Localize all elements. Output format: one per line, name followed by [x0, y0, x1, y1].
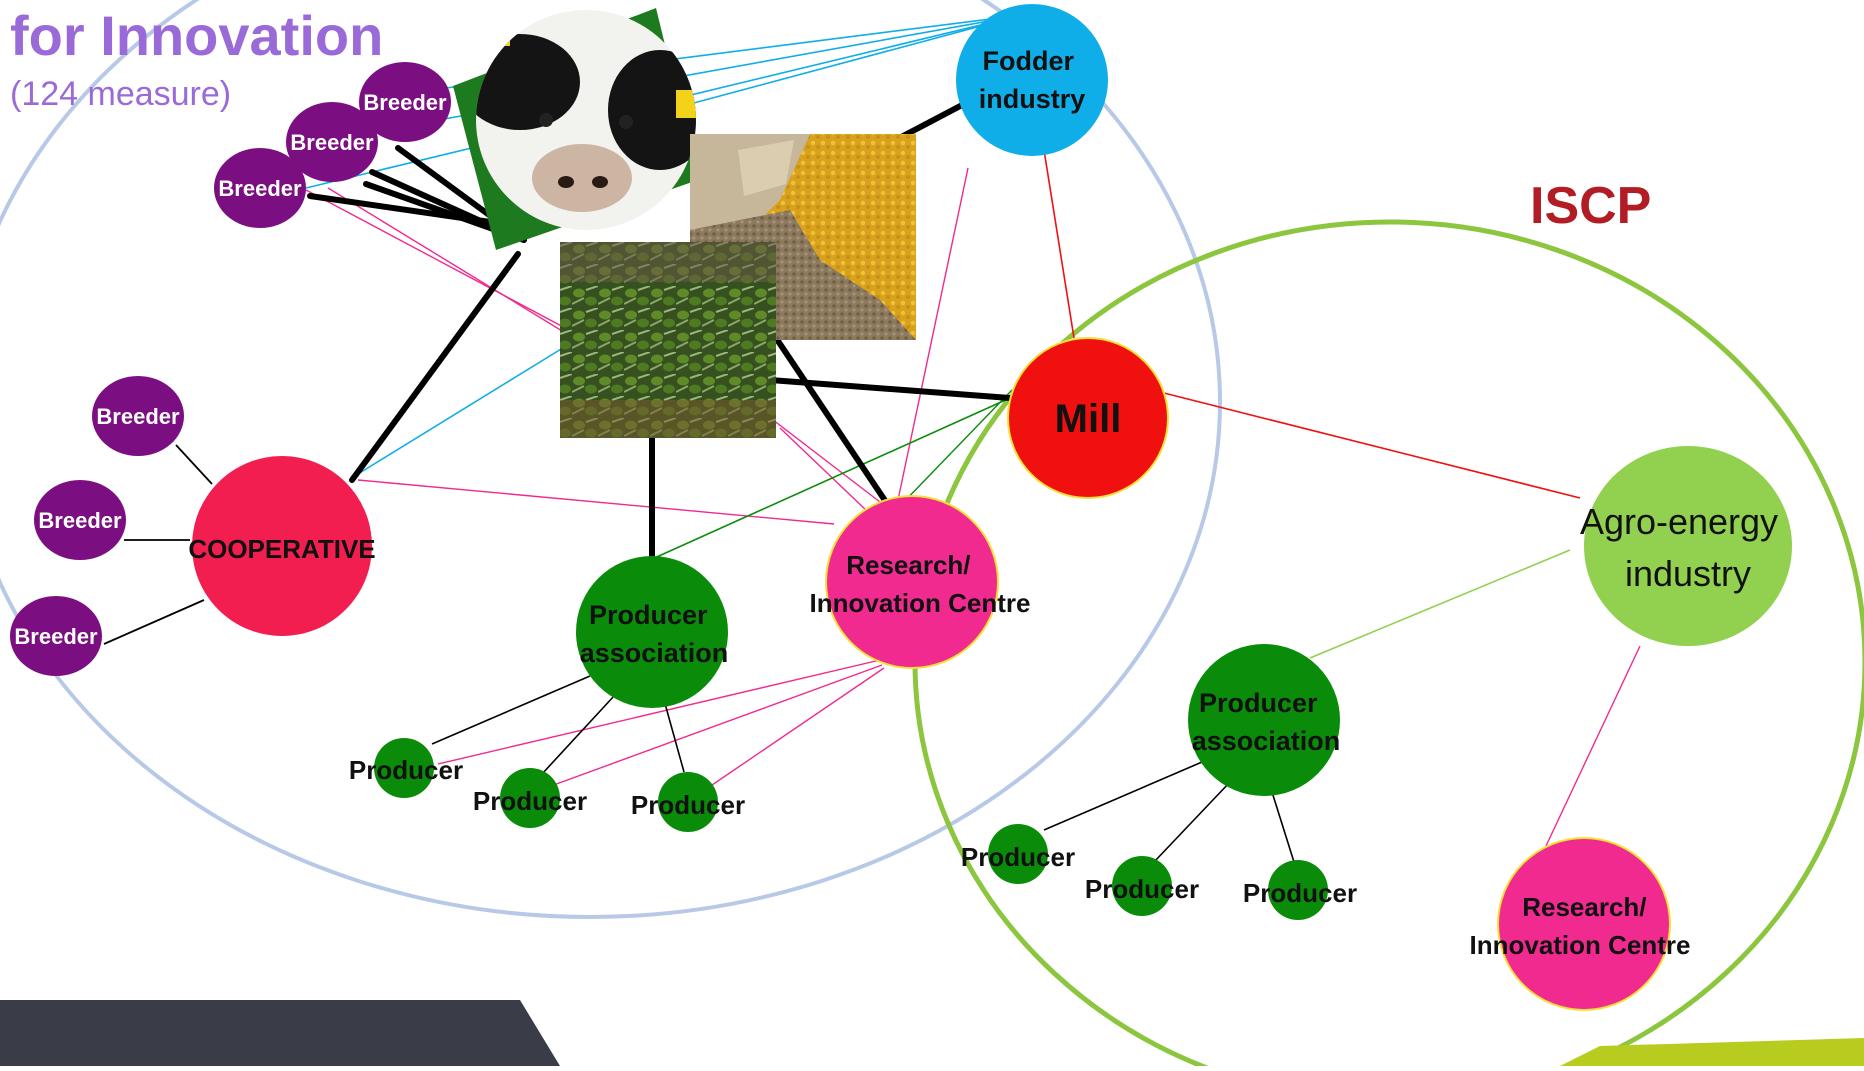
breeder-node: Breeder: [286, 102, 378, 182]
iscp-label: ISCP: [1530, 177, 1652, 235]
breeder-label: Breeder: [96, 404, 180, 429]
olives-photo: [560, 242, 776, 438]
breeder-node: Breeder: [214, 148, 306, 228]
producer-node: Producer: [473, 768, 587, 828]
producer-label: Producer: [473, 786, 587, 816]
assoc-left-line2: association: [580, 638, 729, 668]
breeder-label: Breeder: [290, 130, 374, 155]
left-region-ring: [0, 0, 1222, 919]
producer-association-left-node: Producer association: [576, 556, 728, 708]
agro-line1: Agro-energy: [1580, 501, 1778, 542]
producer-node: Producer: [1085, 856, 1199, 916]
breeder-label: Breeder: [218, 176, 302, 201]
breeder-node: Breeder: [92, 376, 184, 456]
producer-label: Producer: [1085, 874, 1199, 904]
research-centre-right-node: Research/ Innovation Centre: [1469, 837, 1691, 1011]
page-subtitle: (124 measure): [10, 75, 232, 113]
producer-label: Producer: [349, 755, 463, 785]
svg-text:Fodder industry: Fodder industry: [979, 46, 1086, 114]
breeder-label: Breeder: [14, 624, 98, 649]
assoc-right-line1: Producer: [1199, 688, 1318, 718]
producer-association-right-node: Producer association: [1188, 644, 1340, 796]
svg-text:Research/ Innovation C: Research/ Innovation Centre: [809, 550, 1030, 618]
producer-label: Producer: [961, 842, 1075, 872]
research-left-line2: Innovation Centre: [809, 588, 1030, 618]
cooperative-node: COOPERATIVE: [188, 456, 376, 636]
producer-node: Producer: [349, 738, 463, 798]
svg-text:Research/ Innovation C: Research/ Innovation Centre: [1469, 892, 1690, 960]
research-right-line2: Innovation Centre: [1469, 930, 1690, 960]
assoc-right-line2: association: [1192, 726, 1341, 756]
assoc-left-line1: Producer: [589, 600, 708, 630]
svg-text:Producer association: Producer association: [580, 600, 729, 668]
page-title: for Innovation: [10, 4, 384, 67]
producer-label: Producer: [1243, 878, 1357, 908]
cow-photo: [453, 8, 698, 250]
agro-energy-node: Agro-energy industry: [1580, 446, 1792, 646]
mill-node: Mill: [1007, 337, 1169, 499]
breeder-node: Breeder: [359, 62, 451, 142]
breeder-label: Breeder: [363, 90, 447, 115]
research-left-line1: Research/: [846, 550, 970, 580]
fodder-label-line1: Fodder: [982, 46, 1074, 76]
cooperative-label: COOPERATIVE: [188, 534, 375, 564]
thick-connectors: [307, 101, 1013, 559]
connector-lines: [103, 14, 1641, 863]
svg-text:Agro-energy industry: Agro-energy industry: [1580, 501, 1788, 594]
producer-label: Producer: [631, 790, 745, 820]
svg-text:Producer association: Producer association: [1192, 688, 1341, 756]
fodder-label-line2: industry: [979, 84, 1086, 114]
research-centre-left-node: Research/ Innovation Centre: [809, 495, 1031, 669]
breeder-node: Breeder: [34, 480, 126, 560]
breeder-label: Breeder: [38, 508, 122, 533]
producer-node: Producer: [1243, 860, 1357, 920]
footer-band: [0, 1000, 1864, 1066]
fodder-industry-node: Fodder industry: [956, 4, 1108, 156]
research-right-line1: Research/: [1522, 892, 1646, 922]
mill-label: Mill: [1055, 397, 1122, 441]
breeder-node: Breeder: [10, 596, 102, 676]
producer-node: Producer: [961, 824, 1075, 884]
agro-line2: industry: [1625, 553, 1751, 594]
producer-node: Producer: [631, 772, 745, 832]
